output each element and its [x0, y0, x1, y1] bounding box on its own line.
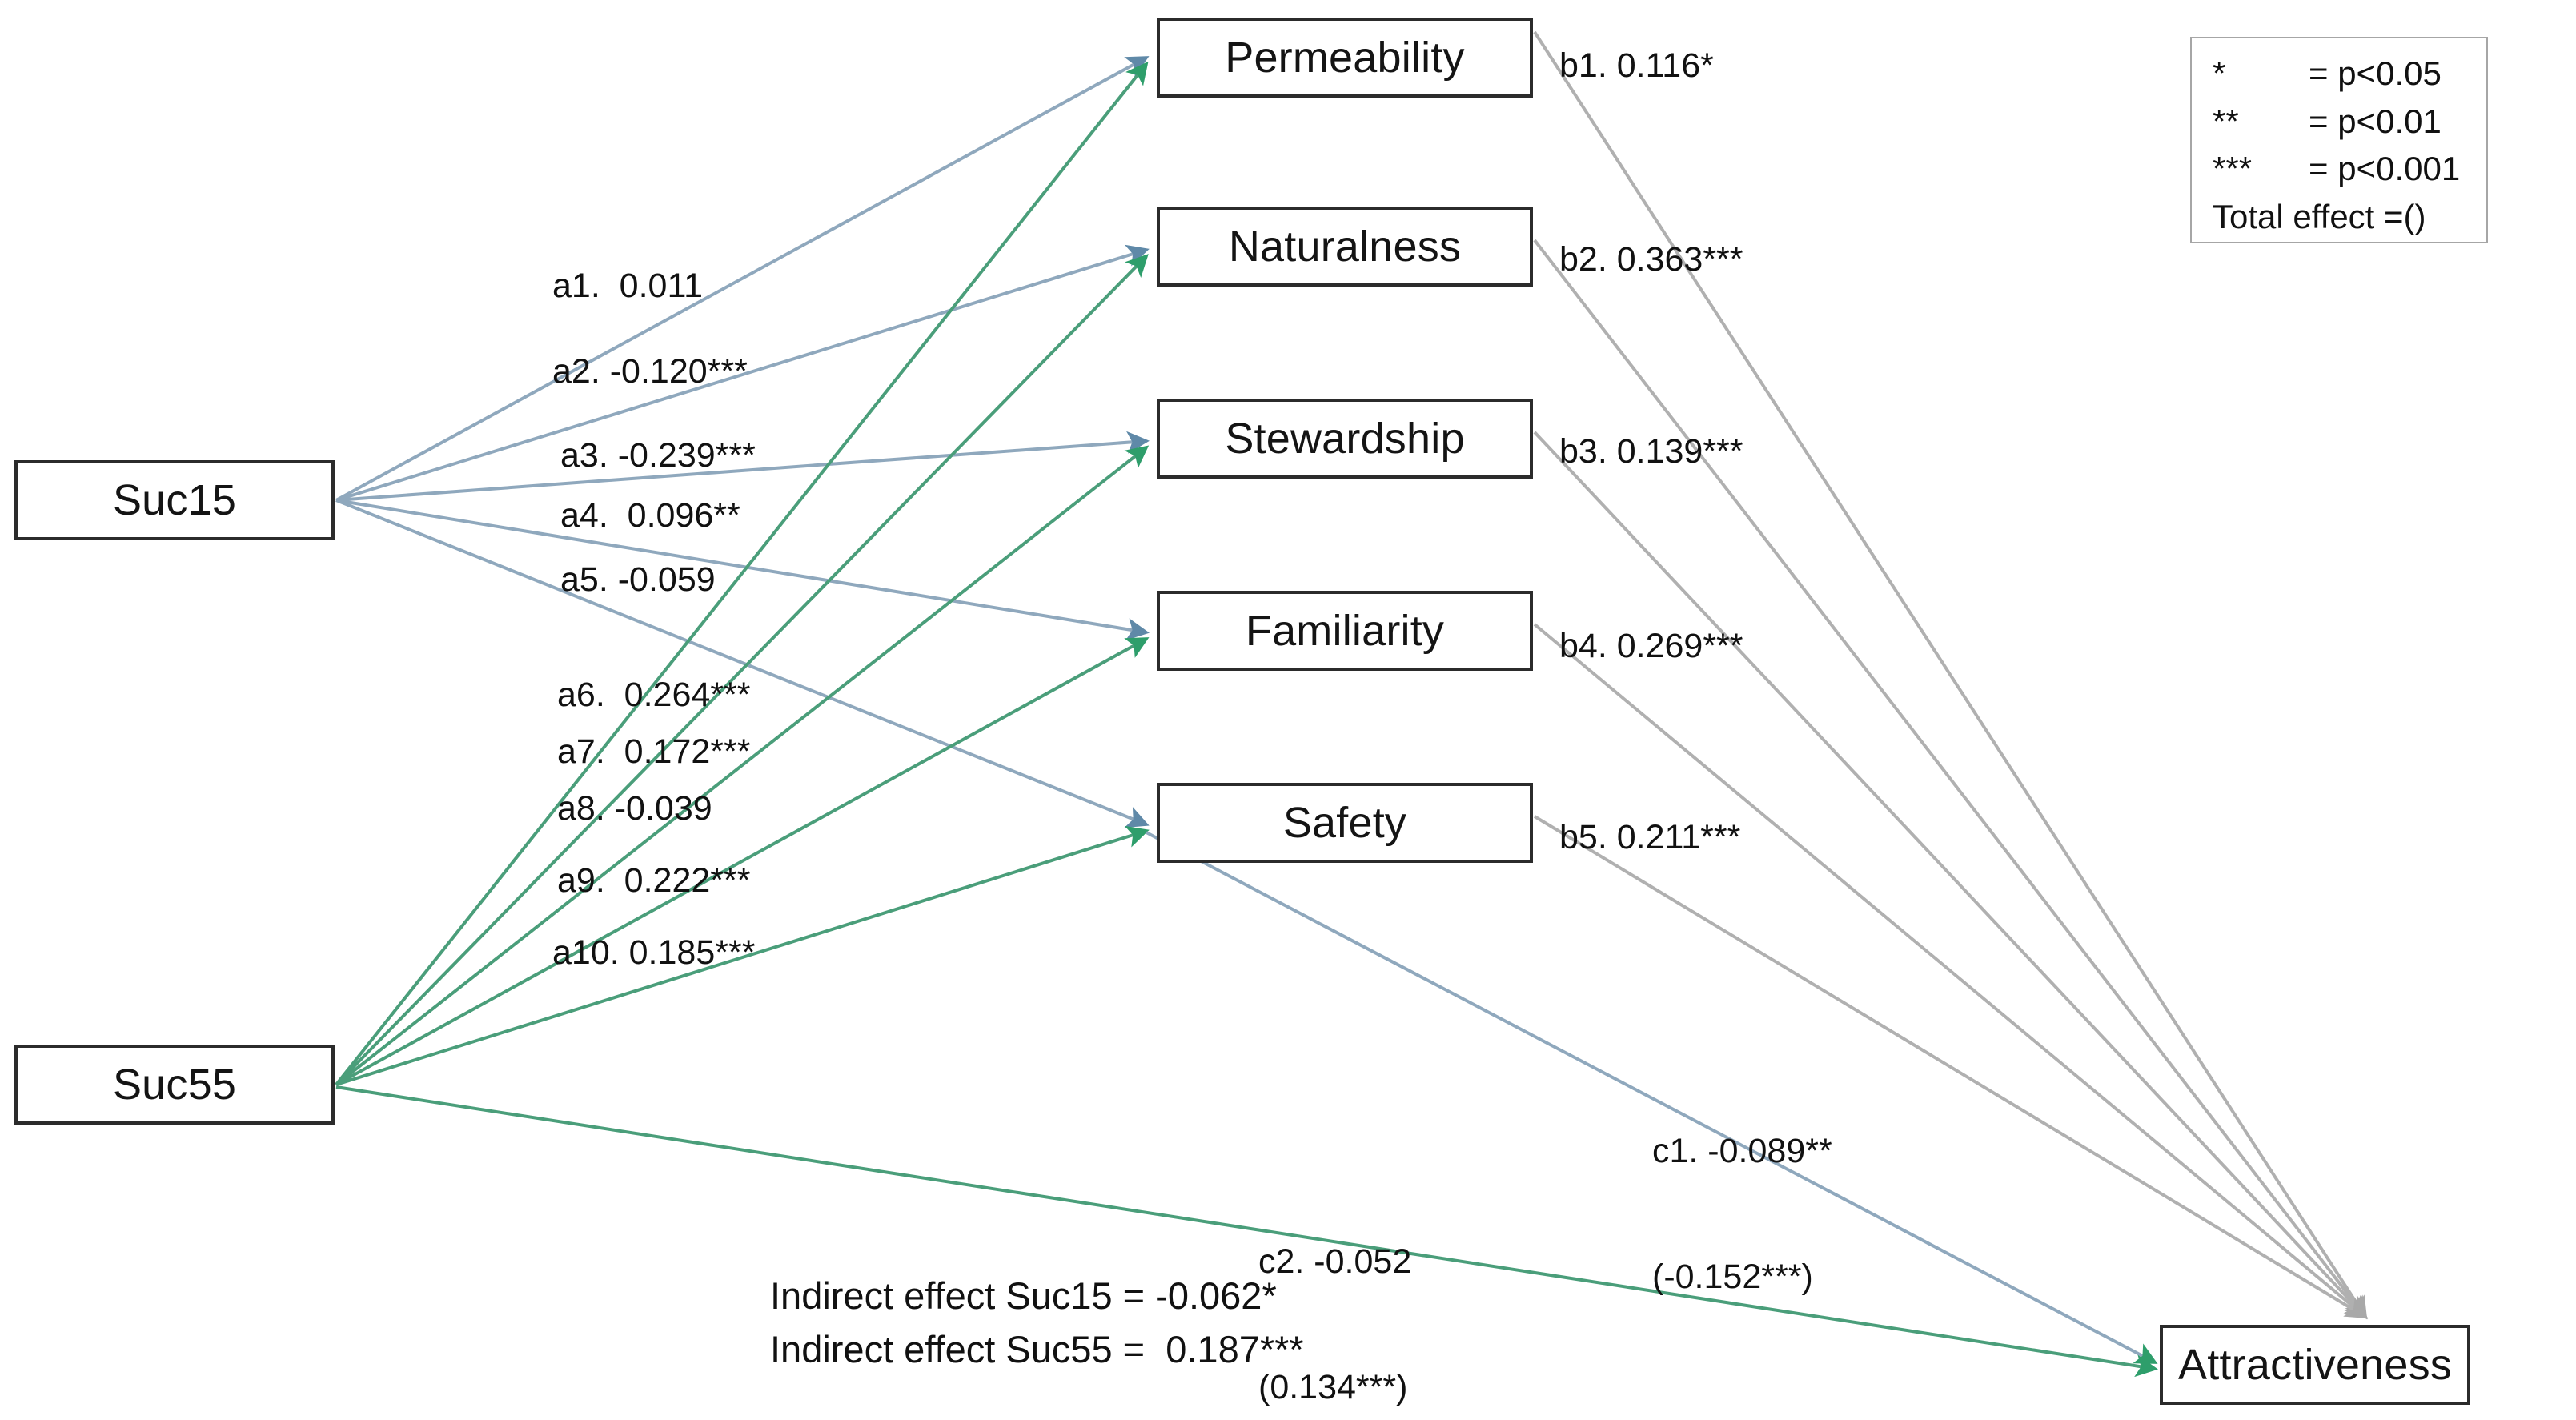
edge-a6 [335, 61, 1149, 1086]
node-stewardship[interactable]: Stewardship [1157, 399, 1533, 479]
node-attractiveness-label: Attractiveness [2178, 1340, 2452, 1389]
legend-stars-p001: *** [2213, 150, 2253, 188]
significance-legend: * = p<0.05 ** = p<0.01 *** = p<0.001 Tot… [2190, 37, 2488, 243]
edge-label-a6: a6. 0.264*** [557, 676, 751, 714]
edge-label-b3: b3. 0.139*** [1559, 432, 1743, 471]
node-naturalness-label: Naturalness [1228, 222, 1462, 271]
node-familiarity-label: Familiarity [1245, 606, 1445, 655]
node-attractiveness[interactable]: Attractiveness [2160, 1325, 2470, 1405]
legend-total-effect-note: Total effect =() [2213, 197, 2426, 235]
edge-label-a8: a8. -0.039 [557, 789, 712, 828]
edge-label-b2: b2. 0.363*** [1559, 240, 1743, 279]
node-suc55[interactable]: Suc55 [14, 1045, 335, 1125]
indirect-effect-suc15: Indirect effect Suc15 = -0.062* [770, 1274, 1277, 1317]
legend-stars-p05: * [2213, 54, 2226, 92]
legend-row-p01: ** = p<0.01 [2213, 98, 2486, 146]
edge-a1 [335, 56, 1150, 502]
legend-row-p001: *** = p<0.001 [2213, 145, 2486, 193]
edge-label-c1-direct: c1. -0.089** [1652, 1131, 1832, 1170]
node-suc55-label: Suc55 [112, 1060, 237, 1109]
legend-stars-p01: ** [2213, 102, 2239, 140]
edge-a4 [335, 499, 1150, 640]
edge-label-c1: c1. -0.089** (-0.152***) [1652, 1046, 1832, 1382]
edge-label-a10: a10. 0.185*** [552, 933, 756, 972]
node-familiarity[interactable]: Familiarity [1157, 591, 1533, 671]
edge-label-a3: a3. -0.239*** [560, 436, 756, 475]
edge-label-a4: a4. 0.096** [560, 496, 740, 535]
legend-text-p05: = p<0.05 [2309, 54, 2442, 92]
edge-label-c2-total: (0.134***) [1258, 1368, 1408, 1407]
edge-label-a5: a5. -0.059 [560, 560, 716, 599]
edge-label-c1-total: (-0.152***) [1652, 1258, 1813, 1297]
node-suc15-label: Suc15 [112, 475, 237, 524]
node-safety[interactable]: Safety [1157, 783, 1533, 863]
edge-label-b1: b1. 0.116* [1559, 46, 1714, 85]
node-suc15[interactable]: Suc15 [14, 460, 335, 540]
legend-text-p01: = p<0.01 [2309, 102, 2442, 140]
edge-label-a9: a9. 0.222*** [557, 861, 751, 900]
edge-group-suc55-a-paths [335, 61, 1150, 1086]
node-naturalness[interactable]: Naturalness [1157, 207, 1533, 287]
edge-label-a2: a2. -0.120*** [552, 352, 748, 391]
node-permeability[interactable]: Permeability [1157, 18, 1533, 98]
edge-label-a7: a7. 0.172*** [557, 732, 751, 771]
edge-label-b5: b5. 0.211*** [1559, 818, 1741, 856]
edge-label-b4: b4. 0.269*** [1559, 627, 1743, 665]
node-safety-label: Safety [1282, 798, 1407, 847]
edge-a5 [335, 499, 1150, 828]
indirect-effect-suc55: Indirect effect Suc55 = 0.187*** [770, 1327, 1304, 1370]
node-stewardship-label: Stewardship [1225, 414, 1465, 463]
legend-text-p001: = p<0.001 [2309, 150, 2461, 188]
edge-label-a1: a1. 0.011 [552, 267, 704, 305]
indirect-effects-block: Indirect effect Suc15 = -0.062* Indirect… [770, 1270, 1304, 1376]
node-permeability-label: Permeability [1225, 33, 1465, 82]
legend-row-p05: * = p<0.05 [2213, 50, 2486, 98]
